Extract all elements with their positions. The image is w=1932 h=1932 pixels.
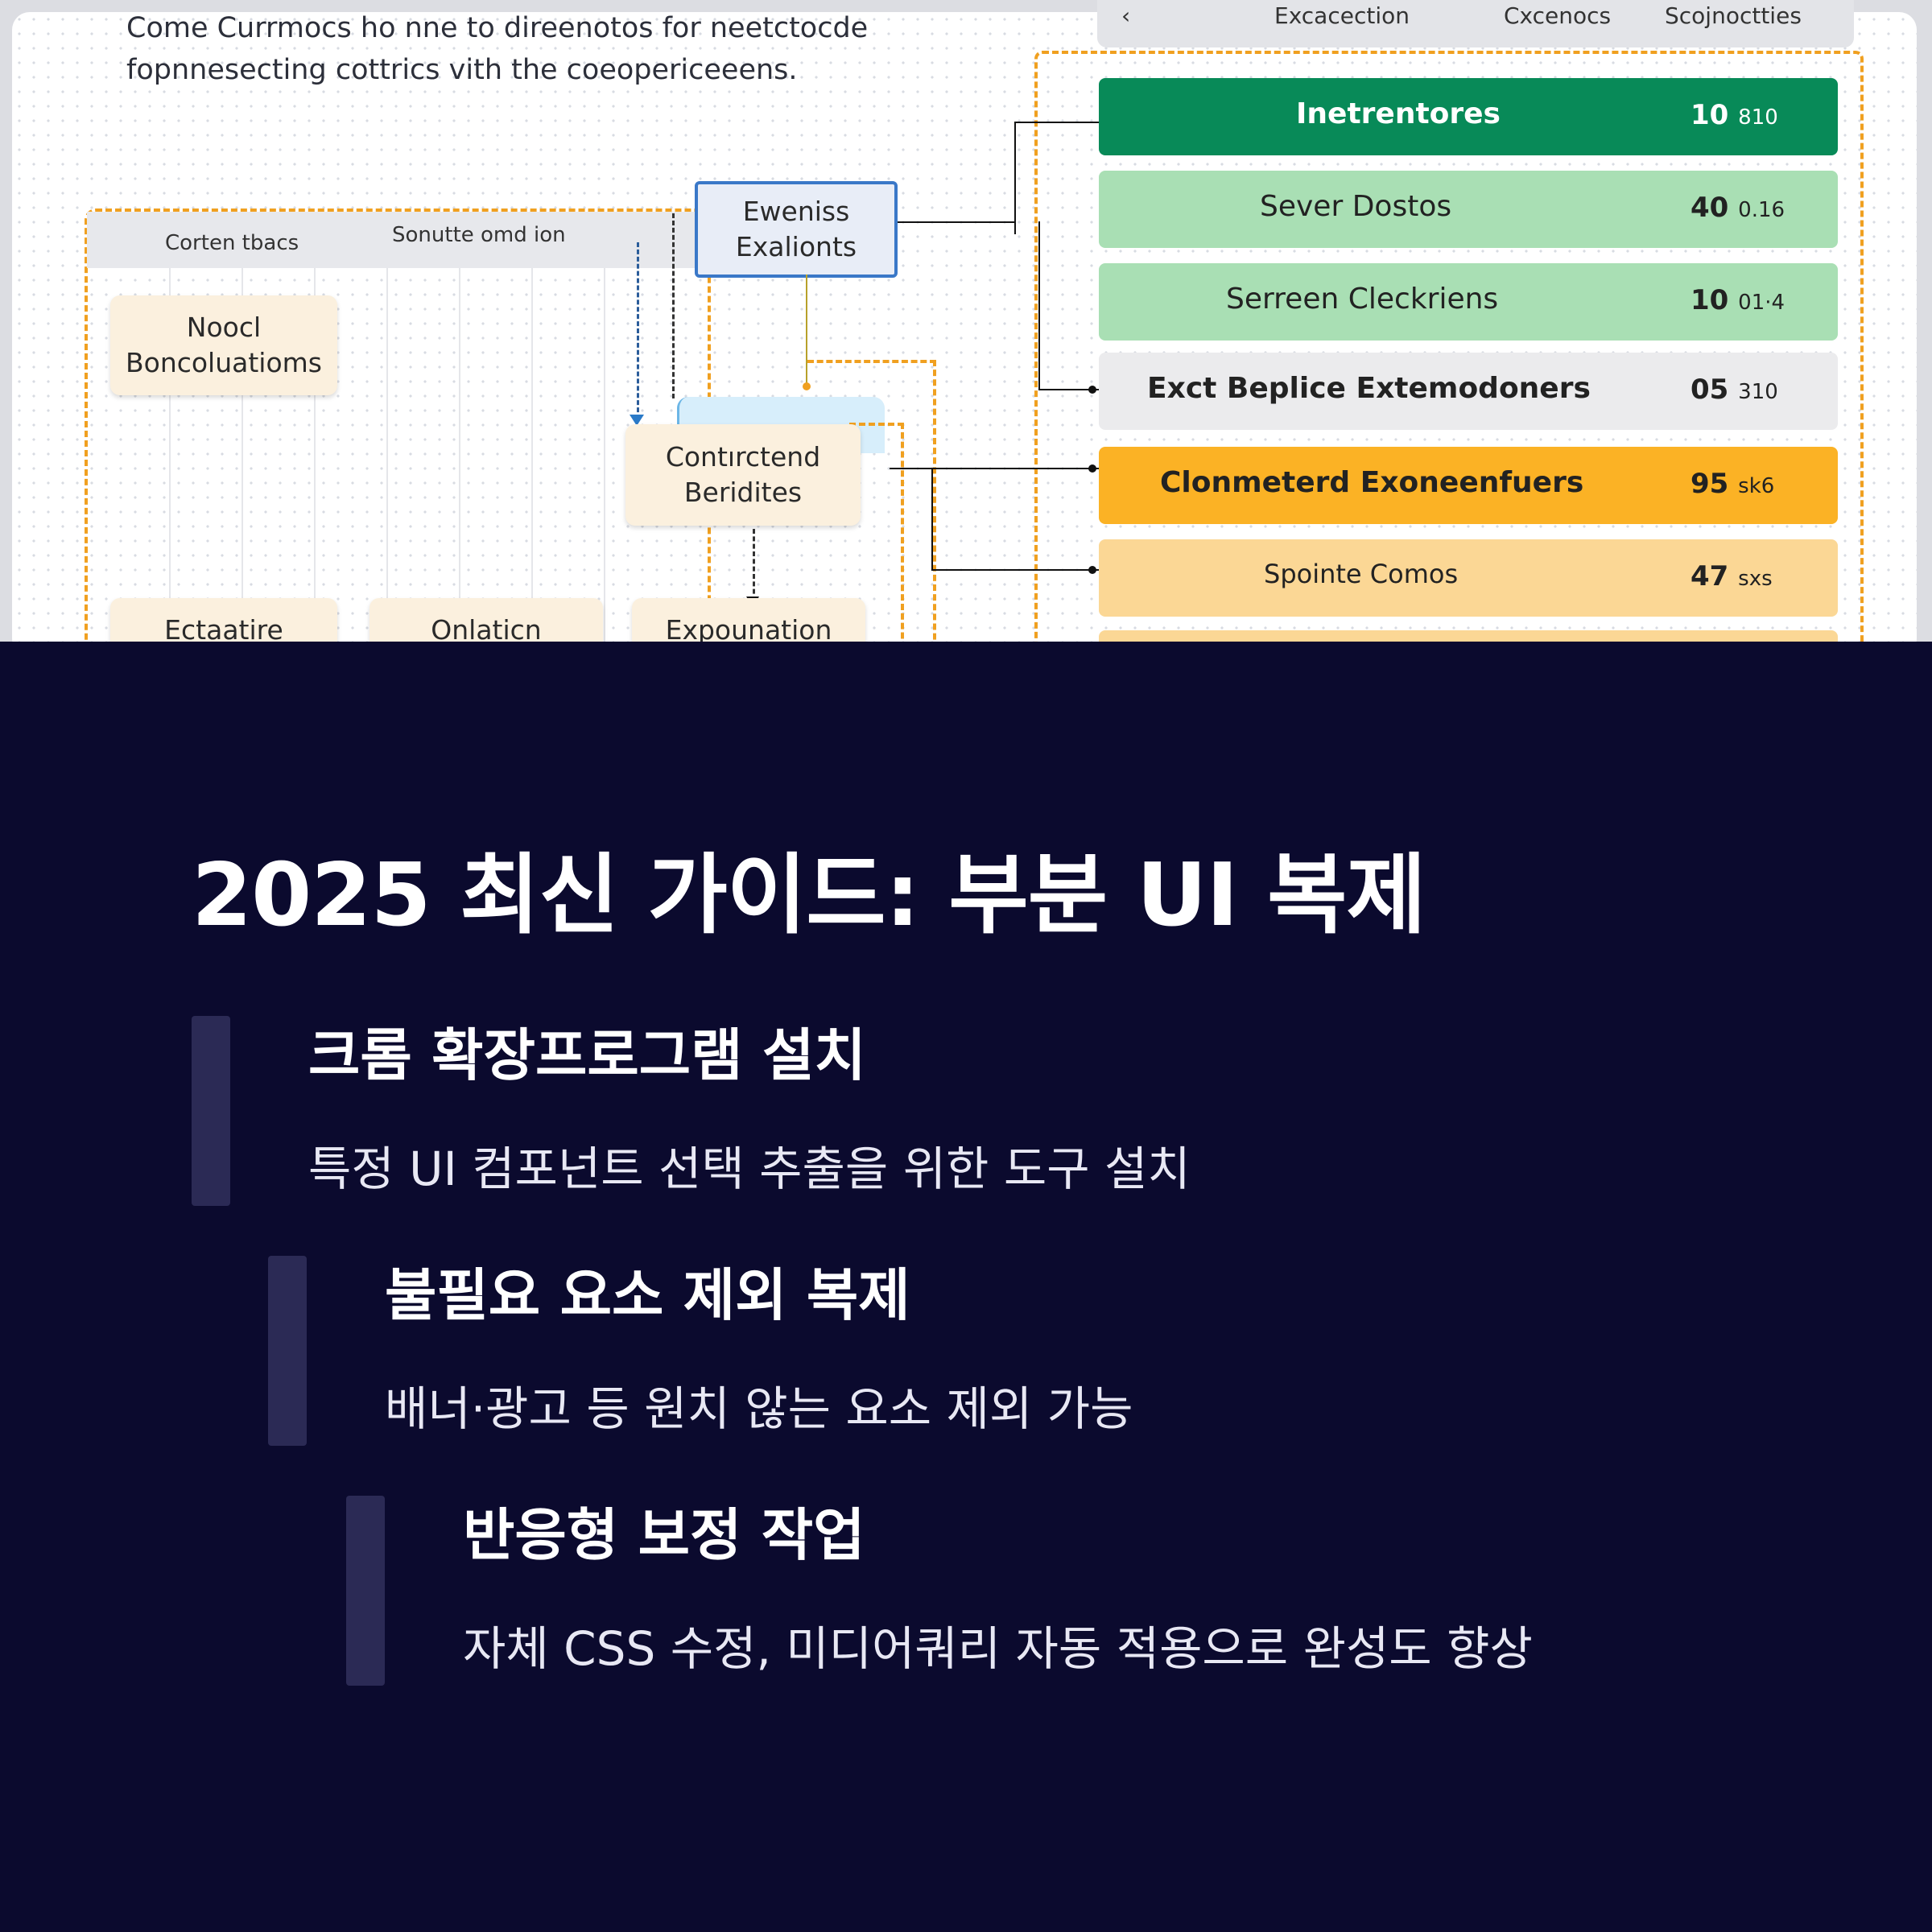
back-chevron-icon[interactable]: ‹ xyxy=(1121,2,1131,29)
arrow-down-icon xyxy=(630,415,644,426)
table-row xyxy=(1099,630,1838,642)
tab-label-1[interactable]: Excacection xyxy=(1274,2,1410,29)
item-title-2: 불필요 요소 제외 복제 xyxy=(385,1262,910,1328)
row-value-number: 10 xyxy=(1690,99,1729,131)
row-label: Clonmeterd Exoneenfuers xyxy=(1160,466,1584,499)
embedded-screenshot: Come Currmocs ho nne to direenotos for n… xyxy=(0,0,1932,642)
table-row[interactable]: Sever Dostos 40 0.16 xyxy=(1099,171,1838,248)
connector-dot xyxy=(1088,566,1096,574)
item-desc-1: 특정 UI 컴포넌트 선택 추출을 위한 도구 설치 xyxy=(308,1141,1191,1196)
node-box-events[interactable]: Eweniss Exalionts xyxy=(695,181,898,278)
column-header-2: Sonutte omd ion xyxy=(392,223,566,247)
node-box-bottom2[interactable]: Onlaticn xyxy=(369,598,603,642)
slide-title: 2025 최신 가이드: 부분 UI 복제 xyxy=(192,845,1426,946)
grid-line xyxy=(459,268,460,642)
row-value-unit: sk6 xyxy=(1738,474,1775,498)
node-box-label: Noocl Boncoluatioms xyxy=(125,312,323,378)
grid-line xyxy=(531,268,533,642)
row-value-number: 40 xyxy=(1690,192,1729,224)
table-row[interactable]: Inetrentores 10 810 xyxy=(1099,78,1838,155)
grid-line xyxy=(386,268,388,642)
item-title-1: 크롬 확장프로그램 설치 xyxy=(308,1022,866,1088)
left-dashed-frame xyxy=(85,208,711,642)
row-value: 47 sxs xyxy=(1690,560,1773,592)
node-box-label: Onlaticn xyxy=(431,614,542,642)
table-row[interactable]: Spointe Comos 47 sxs xyxy=(1099,539,1838,617)
dashed-connector xyxy=(849,423,904,642)
row-value-number: 10 xyxy=(1690,284,1729,316)
node-box-contracted[interactable]: Contırctend Beridites xyxy=(625,424,861,526)
table-row[interactable]: Exct Beplice Extemodoners 05 310 xyxy=(1099,353,1838,430)
connector-line xyxy=(931,468,933,571)
item-desc-2: 배너·광고 등 원치 않는 요소 제외 가능 xyxy=(385,1381,1133,1436)
tab-label-2[interactable]: Cxcenocs xyxy=(1504,2,1612,29)
dashed-connector xyxy=(807,360,936,642)
row-value-number: 05 xyxy=(1690,374,1729,406)
row-value: 95 sk6 xyxy=(1690,468,1774,500)
row-label: Spointe Comos xyxy=(1264,559,1459,589)
right-dashed-frame xyxy=(1034,51,1864,642)
row-value-unit: sxs xyxy=(1738,567,1773,591)
connector-line xyxy=(898,221,1014,223)
connector-line xyxy=(1014,122,1139,123)
node-box-label: Eweniss Exalionts xyxy=(735,196,857,262)
table-row[interactable]: Clonmeterd Exoneenfuers 95 sk6 xyxy=(1099,447,1838,524)
connector-dot xyxy=(803,382,811,390)
item-accent-bar xyxy=(192,1016,230,1206)
row-value: 10 810 xyxy=(1690,99,1778,131)
row-label: Inetrentores xyxy=(1296,97,1501,130)
connector-line xyxy=(931,569,1100,571)
tab-label-3[interactable]: Scojnoctties xyxy=(1665,2,1802,29)
connector-dot xyxy=(1088,386,1096,394)
row-value: 05 310 xyxy=(1690,374,1778,406)
row-value-number: 47 xyxy=(1690,560,1729,592)
dashed-connector xyxy=(672,213,675,398)
dashed-connector xyxy=(637,242,639,419)
connector-line xyxy=(1038,221,1040,390)
node-box-label: Contırctend Beridites xyxy=(665,441,821,508)
connector-line xyxy=(890,468,1100,469)
node-box-bottom3[interactable]: Expounation xyxy=(632,598,865,642)
grid-line xyxy=(314,268,316,642)
item-accent-bar xyxy=(268,1256,307,1446)
node-box-nodel[interactable]: Noocl Boncoluatioms xyxy=(110,295,337,395)
column-header-band xyxy=(87,212,695,268)
row-label: Sever Dostos xyxy=(1260,190,1452,223)
intro-text-line2: fopnnesecting cottrics vith the coeoperi… xyxy=(126,54,798,86)
connector-line xyxy=(806,275,807,387)
node-box-bottom1[interactable]: Ectaatire xyxy=(110,598,337,642)
table-row[interactable]: Serreen Cleckriens 10 01·4 xyxy=(1099,263,1838,341)
grid-line xyxy=(169,268,171,642)
node-box-label: Expounation xyxy=(665,614,832,642)
row-value-unit: 0.16 xyxy=(1738,198,1785,222)
row-value-number: 95 xyxy=(1690,468,1729,500)
row-value-unit: 310 xyxy=(1738,380,1778,404)
grid-line xyxy=(242,268,243,642)
column-header-1: Corten tbacs xyxy=(165,231,299,255)
row-label: Serreen Cleckriens xyxy=(1226,283,1499,316)
row-value: 10 01·4 xyxy=(1690,284,1785,316)
item-desc-3: 자체 CSS 수정, 미디어쿼리 자동 적용으로 완성도 향상 xyxy=(463,1621,1533,1676)
connector-line xyxy=(1014,122,1016,234)
connector-line xyxy=(1038,389,1103,390)
item-accent-bar xyxy=(346,1496,385,1686)
row-value: 40 0.16 xyxy=(1690,192,1785,224)
row-value-unit: 810 xyxy=(1738,105,1778,130)
item-title-3: 반응형 보정 작업 xyxy=(463,1502,865,1568)
intro-text-line1: Come Currmocs ho nne to direenotos for n… xyxy=(126,12,869,44)
node-box-label: Ectaatire xyxy=(164,614,283,642)
diagram-card: Come Currmocs ho nne to direenotos for n… xyxy=(12,0,1917,642)
top-tab-strip: ‹ Excacection Cxcenocs Scojnoctties xyxy=(1097,0,1854,47)
dashed-connector xyxy=(753,529,755,601)
connector-dot xyxy=(1088,464,1096,473)
grid-line xyxy=(604,268,605,642)
row-value-unit: 01·4 xyxy=(1738,291,1785,315)
row-label: Exct Beplice Extemodoners xyxy=(1147,372,1591,405)
